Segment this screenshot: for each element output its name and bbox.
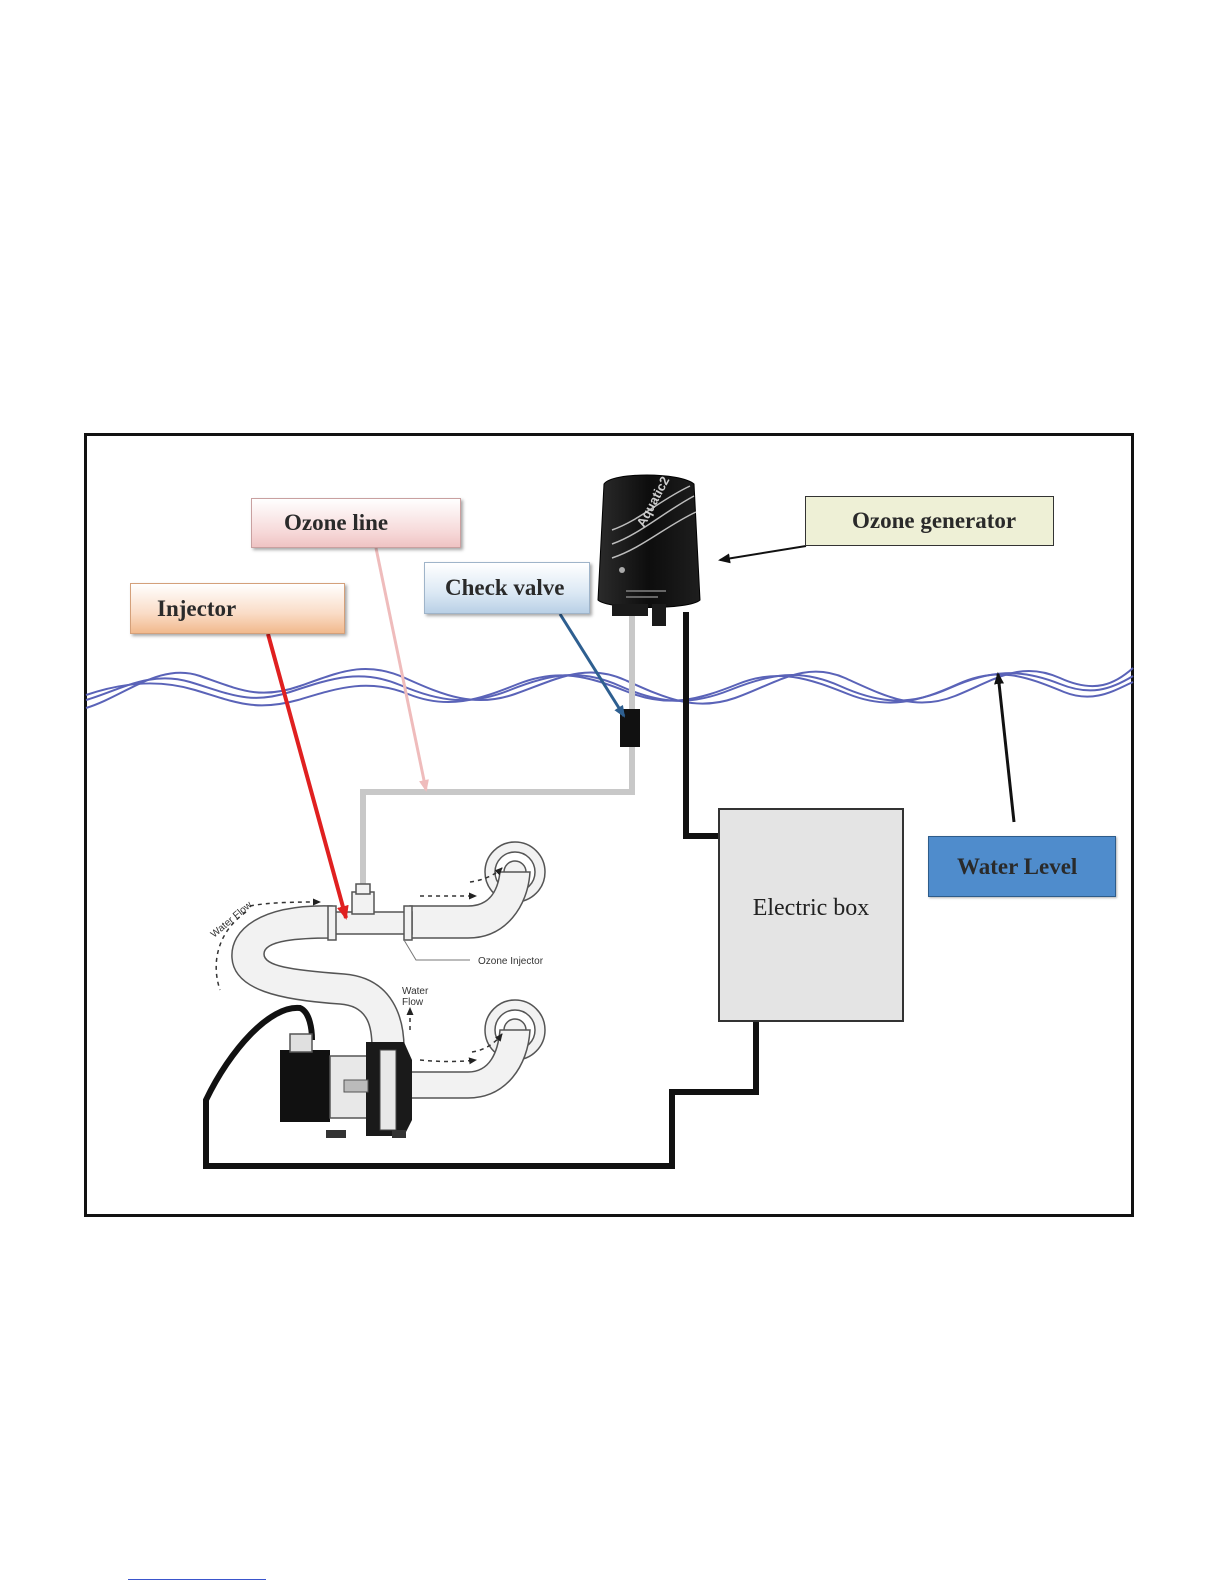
ozone-line-label: Ozone line <box>251 498 461 548</box>
ozone-generator-callout-arrow <box>720 546 806 560</box>
footer-link-underline <box>128 1579 266 1580</box>
generator-power-cable <box>686 612 720 836</box>
water-level-label: Water Level <box>928 836 1116 897</box>
check-valve-callout-arrow <box>560 614 624 716</box>
water-flow-text-bottom-2: Flow <box>402 997 424 1008</box>
check-valve-label: Check valve <box>424 562 590 614</box>
electric-box: Electric box <box>718 808 904 1022</box>
water-flow-text-bottom-1: Water <box>402 986 429 997</box>
ozone-injector-text: Ozone Injector <box>478 956 544 967</box>
injector-label: Injector <box>130 583 345 634</box>
water-surface-waves <box>86 668 1133 708</box>
ozone-generator-label: Ozone generator <box>805 496 1054 546</box>
water-level-callout-arrow <box>998 674 1014 822</box>
ozone-injector-leader <box>404 940 470 960</box>
injector-callout-arrow <box>268 634 346 918</box>
ozone-line-callout-arrow <box>376 548 426 790</box>
ozone-generator-unit: Aquatic2 <box>598 474 700 626</box>
pump-motor <box>280 1034 412 1138</box>
